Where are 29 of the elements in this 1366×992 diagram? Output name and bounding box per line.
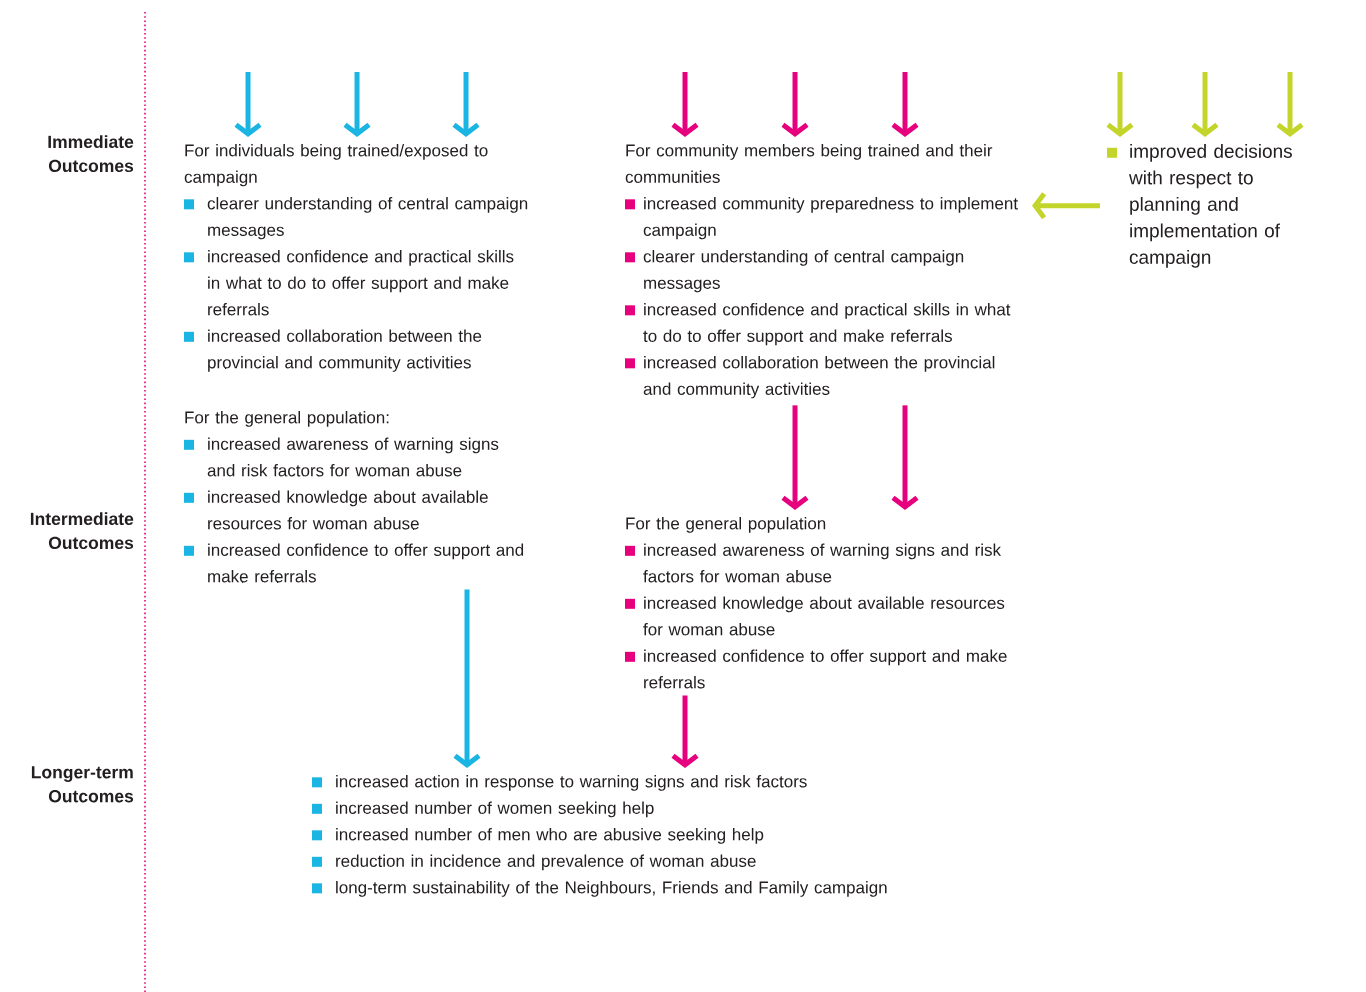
arrow <box>1032 192 1100 220</box>
arrow <box>343 72 371 137</box>
heading: For the general population: <box>185 411 389 427</box>
row-label: Longer-term Outcomes <box>31 766 134 803</box>
heading: For the general population <box>626 517 826 533</box>
arrow <box>781 405 809 510</box>
arrow <box>671 72 699 137</box>
arrow <box>234 72 262 137</box>
arrow <box>781 72 809 137</box>
list-item: long-term sustainability of the Neighbours, Friends and Family campaign <box>312 881 887 897</box>
arrow <box>1191 72 1219 137</box>
list-item: increased collaboration between the provincial and community activities <box>625 356 995 399</box>
arrow <box>453 589 481 768</box>
list-item: increased action in response to warning signs and risk factors <box>312 775 807 791</box>
arrow <box>1106 72 1134 137</box>
arrow <box>1276 72 1304 137</box>
list-item: reduction in incidence and prevalence of woman abuse <box>312 854 756 871</box>
row-label: Intermediate Outcomes <box>30 512 134 550</box>
arrow <box>452 72 480 137</box>
row-label: Immediate Outcomes <box>48 135 134 173</box>
list-item: increased number of women seeking help <box>312 801 654 818</box>
arrow <box>671 695 699 768</box>
list-item: increased number of men who are abusive seeking help <box>312 828 764 844</box>
list-item: increased confidence to offer support and make referrals <box>625 649 1007 689</box>
arrow <box>891 72 919 137</box>
list-item: increased collaboration between the provincial and community activities <box>184 329 482 372</box>
list-item: improved decisions with respect to planning and implementation of campaign <box>1107 144 1292 268</box>
arrow <box>891 405 919 510</box>
list-item: increased confidence to offer support and make referrals <box>184 543 524 583</box>
